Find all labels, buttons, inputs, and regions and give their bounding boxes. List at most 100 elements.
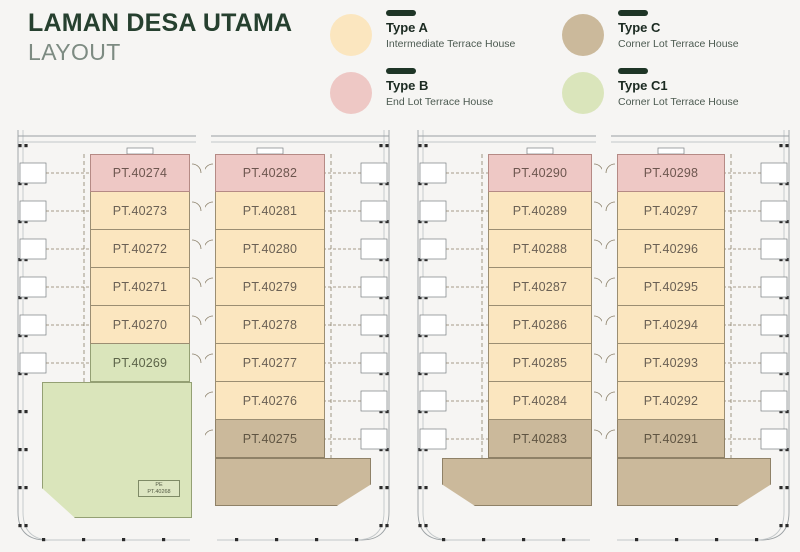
lot-pt-40286[interactable]: PT.40286: [488, 306, 592, 344]
legend-description: Intermediate Terrace House: [386, 38, 516, 50]
lot-pt-40297[interactable]: PT.40297: [617, 192, 725, 230]
block-apron-parcel: [442, 458, 592, 506]
lot-pt-40280[interactable]: PT.40280: [215, 230, 325, 268]
lot-label: PT.40294: [643, 317, 699, 332]
block-apron-parcel: [42, 382, 192, 518]
lot-label: PT.40273: [112, 203, 168, 218]
lot-label: PT.40279: [242, 279, 298, 294]
legend-swatch-icon: [330, 72, 372, 114]
lot-label: PT.40275: [242, 431, 298, 446]
lot-label: PT.40278: [242, 317, 298, 332]
lot-pt-40293[interactable]: PT.40293: [617, 344, 725, 382]
lot-pt-40272[interactable]: PT.40272: [90, 230, 190, 268]
legend-text: Type A Intermediate Terrace House: [386, 6, 515, 52]
lot-label: PT.40298: [643, 166, 699, 180]
lot-pt-40289[interactable]: PT.40289: [488, 192, 592, 230]
block-apron-parcel: [215, 458, 371, 506]
lot-label: PT.40288: [512, 241, 568, 256]
legend-swatch-icon: [562, 14, 604, 56]
legend-type-label: Type B: [386, 78, 429, 93]
lot-pt-40281[interactable]: PT.40281: [215, 192, 325, 230]
block-apron-parcel: [617, 458, 771, 506]
legend-type-label: Type A: [386, 20, 428, 35]
lot-label: PT.40285: [512, 355, 568, 370]
lot-pt-40288[interactable]: PT.40288: [488, 230, 592, 268]
lot-pt-40275[interactable]: PT.40275: [215, 420, 325, 458]
lot-pt-40287[interactable]: PT.40287: [488, 268, 592, 306]
lot-label: PT.40296: [643, 241, 699, 256]
title-primary: LAMAN DESA UTAMA: [28, 9, 293, 37]
legend-type-label: Type C: [618, 20, 661, 35]
lot-pt-40274[interactable]: PT.40274: [90, 154, 190, 192]
lot-label: PT.40284: [512, 393, 568, 408]
lot-pt-40296[interactable]: PT.40296: [617, 230, 725, 268]
lot-label: PT.40297: [643, 203, 699, 218]
lot-pt-40290[interactable]: PT.40290: [488, 154, 592, 192]
legend-description: End Lot Terrace House: [386, 96, 494, 108]
legend-swatch-icon: [562, 72, 604, 114]
lot-label: PT.40270: [112, 317, 168, 332]
lot-label: PT.40292: [643, 393, 699, 408]
lot-label: PT.40289: [512, 203, 568, 218]
lot-pt-40282[interactable]: PT.40282: [215, 154, 325, 192]
lot-pt-40269[interactable]: PT.40269: [90, 344, 190, 382]
lot-pt-40291[interactable]: PT.40291: [617, 420, 725, 458]
lot-label: PT.40290: [512, 166, 568, 180]
parcel-tag-line2: PT.40268: [147, 488, 171, 495]
lot-label: PT.40271: [112, 279, 168, 294]
lot-pt-40276[interactable]: PT.40276: [215, 382, 325, 420]
lot-pt-40284[interactable]: PT.40284: [488, 382, 592, 420]
legend-text: Type C1 Corner Lot Terrace House: [618, 64, 739, 110]
lot-pt-40285[interactable]: PT.40285: [488, 344, 592, 382]
lot-label: PT.40283: [512, 431, 568, 446]
page-title: LAMAN DESA UTAMA LAYOUT: [28, 8, 292, 66]
legend-description: Corner Lot Terrace House: [618, 96, 739, 108]
lot-pt-40278[interactable]: PT.40278: [215, 306, 325, 344]
lot-pt-40298[interactable]: PT.40298: [617, 154, 725, 192]
title-secondary: LAYOUT: [28, 39, 121, 65]
legend-text: Type B End Lot Terrace House: [386, 64, 493, 110]
lot-label: PT.40295: [643, 279, 699, 294]
lot-label: PT.40277: [242, 355, 298, 370]
legend-dash-icon: [386, 68, 416, 74]
lot-label: PT.40269: [112, 355, 168, 370]
lot-pt-40273[interactable]: PT.40273: [90, 192, 190, 230]
lot-label: PT.40291: [643, 431, 699, 446]
lot-pt-40271[interactable]: PT.40271: [90, 268, 190, 306]
legend-item-type-a: Type A Intermediate Terrace House: [330, 6, 560, 62]
parcel-tag-line1: PE: [155, 481, 163, 488]
lot-pt-40283[interactable]: PT.40283: [488, 420, 592, 458]
legend-type-label: Type C1: [618, 78, 668, 93]
legend-item-type-c1: Type C1 Corner Lot Terrace House: [562, 64, 792, 120]
legend-dash-icon: [618, 68, 648, 74]
lot-pt-40294[interactable]: PT.40294: [617, 306, 725, 344]
lot-label: PT.40282: [242, 166, 298, 180]
lot-label: PT.40287: [512, 279, 568, 294]
lot-label: PT.40272: [112, 241, 168, 256]
lot-label: PT.40276: [242, 393, 298, 408]
lot-label: PT.40286: [512, 317, 568, 332]
lot-pt-40292[interactable]: PT.40292: [617, 382, 725, 420]
legend-dash-icon: [386, 10, 416, 16]
legend-item-type-b: Type B End Lot Terrace House: [330, 64, 560, 120]
lot-pt-40279[interactable]: PT.40279: [215, 268, 325, 306]
lot-label: PT.40293: [643, 355, 699, 370]
lot-pt-40270[interactable]: PT.40270: [90, 306, 190, 344]
lot-pt-40295[interactable]: PT.40295: [617, 268, 725, 306]
lot-label: PT.40274: [112, 166, 168, 180]
lot-pt-40277[interactable]: PT.40277: [215, 344, 325, 382]
lot-label: PT.40280: [242, 241, 298, 256]
legend-swatch-icon: [330, 14, 372, 56]
